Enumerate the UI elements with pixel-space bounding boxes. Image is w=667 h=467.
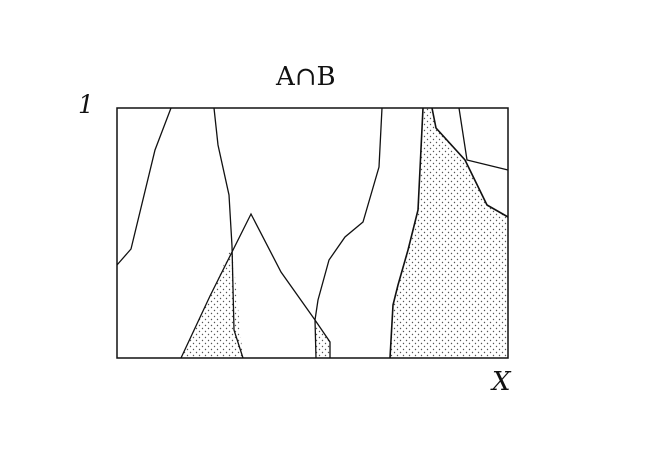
boundary-curve-right-1 [389, 107, 424, 359]
boundary-curve-middle [314, 107, 383, 359]
boundary-curve-left-2 [213, 107, 244, 359]
triangle-curve [180, 212, 331, 359]
x-axis-label: X [492, 367, 511, 397]
shaded-region-left [181, 246, 243, 358]
shaded-region-right [390, 108, 508, 358]
boundary-curve-right-2 [431, 107, 509, 218]
boundary-curve-left-1 [116, 107, 172, 266]
y-axis-max-label: 1 [78, 90, 94, 119]
diagram-title: A∩B [276, 62, 336, 92]
unit-square-frame [116, 107, 509, 359]
shaded-region-middle [315, 320, 330, 358]
boundary-curve-right-3 [458, 107, 509, 171]
